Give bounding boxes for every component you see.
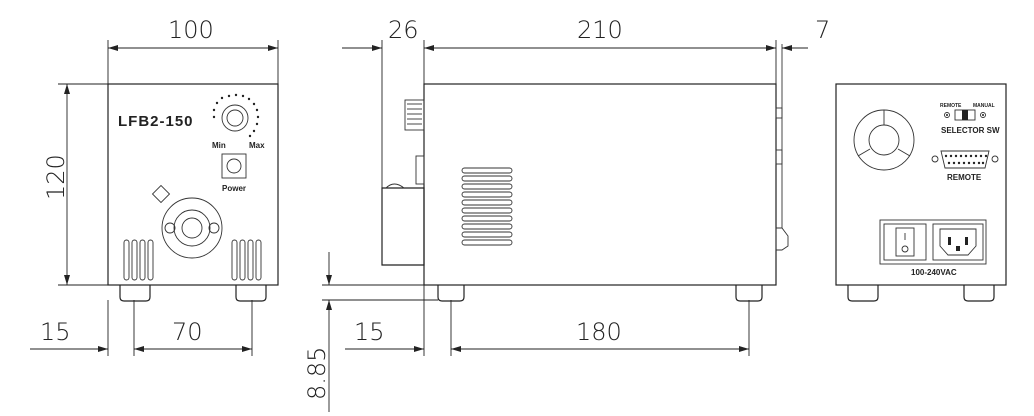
model-label: LFB2-150: [118, 113, 194, 130]
side-body: [423, 83, 777, 286]
side-foot-left: [437, 285, 465, 302]
dim-side-foot-spacing: 180: [576, 318, 622, 346]
rear-foot-left: [847, 285, 879, 302]
front-right-vents: [231, 239, 262, 281]
fan-icon: [853, 109, 915, 171]
side-view: [381, 44, 789, 302]
dim-side-body-depth: 210: [577, 16, 623, 44]
side-light-port: [381, 187, 425, 266]
front-body: [107, 83, 279, 286]
dim-foot-height: 8.85: [303, 347, 331, 400]
remote-connector: [931, 150, 999, 169]
selector-remote-label: REMOTE: [940, 103, 962, 109]
remote-label: REMOTE: [947, 173, 982, 182]
selector-sw-label: SELECTOR SW: [941, 126, 1000, 135]
knob-max-label: Max: [249, 141, 265, 150]
front-view: LFB2-150 Min Max Power: [107, 83, 279, 302]
knob-min-label: Min: [212, 141, 226, 150]
voltage-label: 100-240VAC: [911, 268, 957, 277]
side-knob: [404, 99, 425, 131]
dim-side-knob-depth: 26: [388, 16, 419, 44]
front-foot-left: [119, 285, 151, 302]
side-rear-selector: [775, 107, 783, 119]
rear-body: [835, 83, 1007, 286]
power-label: Power: [222, 184, 246, 193]
front-foot-right: [235, 285, 267, 302]
side-dimensions: 26 210 7 15 180 8.85: [303, 16, 830, 412]
dim-side-rear-depth: 7: [815, 16, 830, 44]
rear-view: REMOTE MANUAL SELECTOR SW REMOTE: [835, 83, 1007, 302]
front-left-vents: [123, 239, 154, 281]
dim-front-width: 100: [168, 16, 214, 44]
intensity-knob: [212, 93, 260, 138]
front-dimensions: 100 120 15 70: [30, 16, 279, 356]
side-rear-power-inlet: [775, 227, 789, 251]
side-foot-right: [735, 285, 763, 302]
dim-front-foot-spacing: 70: [172, 318, 203, 346]
side-power-switch: [415, 155, 425, 185]
light-guide-port: [151, 184, 223, 259]
dim-side-foot-offset: 15: [354, 318, 385, 346]
power-inlet-module: [879, 219, 987, 265]
dim-front-foot-offset: 15: [40, 318, 71, 346]
power-switch: [221, 153, 247, 179]
side-vents: [461, 167, 513, 246]
selector-manual-label: MANUAL: [973, 103, 995, 109]
side-rear-connector: [775, 149, 783, 165]
rear-foot-right: [963, 285, 995, 302]
dim-front-height: 120: [42, 154, 70, 200]
